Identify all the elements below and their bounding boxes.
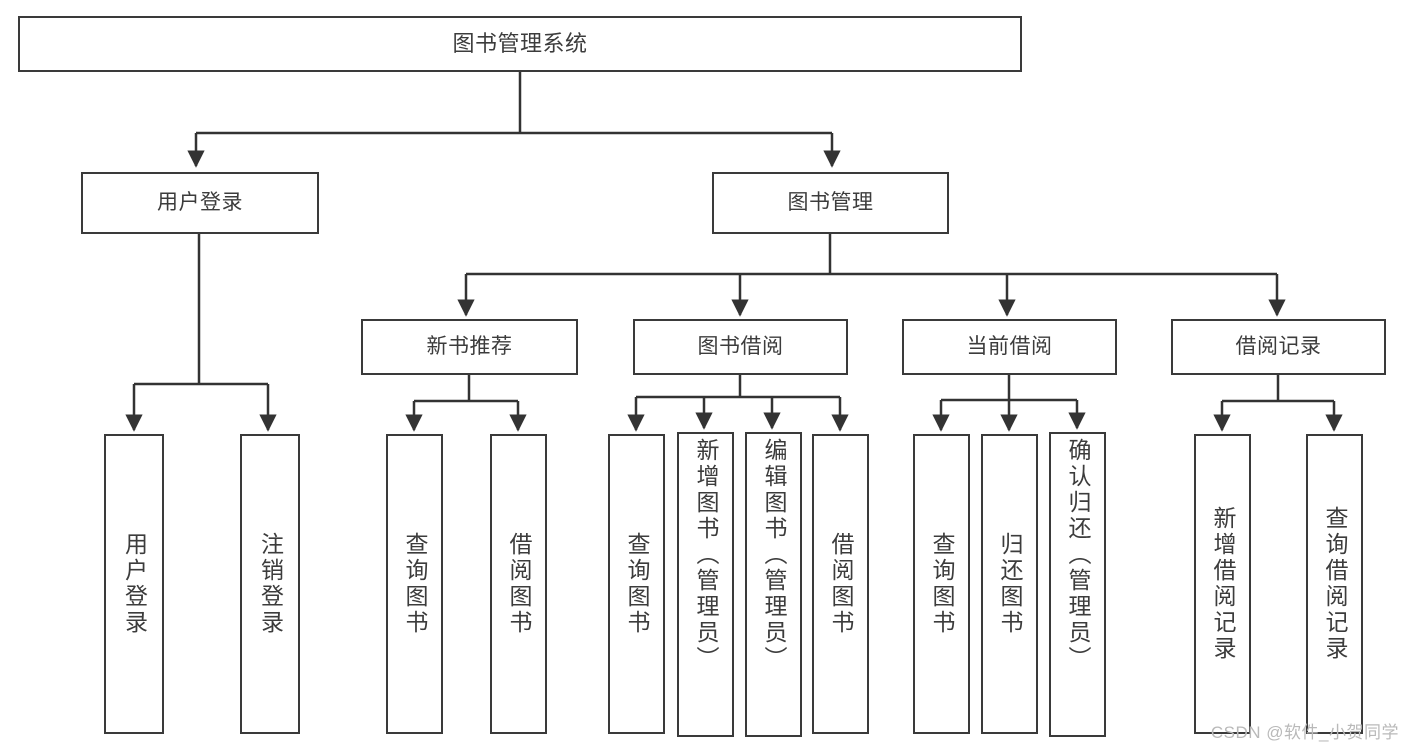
leaf-borrow-edit-book-admin[interactable]: 编辑图书（管理员） bbox=[745, 432, 802, 737]
node-root-system[interactable]: 图书管理系统 bbox=[18, 16, 1022, 72]
leaf-borrow-add-book-admin[interactable]: 新增图书（管理员） bbox=[677, 432, 734, 737]
node-borrow-record[interactable]: 借阅记录 bbox=[1171, 319, 1386, 375]
node-book-management[interactable]: 图书管理 bbox=[712, 172, 949, 234]
csdn-watermark: CSDN @软件_小贺同学 bbox=[1210, 723, 1399, 742]
node-label: 查询借阅记录 bbox=[1322, 506, 1348, 662]
node-current-borrow[interactable]: 当前借阅 bbox=[902, 319, 1117, 375]
node-label: 注销登录 bbox=[257, 532, 284, 636]
leaf-borrow-borrow-book[interactable]: 借阅图书 bbox=[812, 434, 869, 734]
leaf-current-return-book[interactable]: 归还图书 bbox=[981, 434, 1038, 734]
node-label: 图书管理 bbox=[787, 191, 874, 215]
leaf-user-login-logout[interactable]: 注销登录 bbox=[240, 434, 300, 734]
leaf-current-query-book[interactable]: 查询图书 bbox=[913, 434, 970, 734]
node-user-login[interactable]: 用户登录 bbox=[81, 172, 319, 234]
node-label: 编辑图书（管理员） bbox=[761, 438, 787, 672]
node-label: 查询图书 bbox=[402, 532, 428, 636]
leaf-record-query-record[interactable]: 查询借阅记录 bbox=[1306, 434, 1363, 734]
leaf-borrow-query-book[interactable]: 查询图书 bbox=[608, 434, 665, 734]
node-label: 用户登录 bbox=[121, 532, 148, 636]
node-label: 借阅记录 bbox=[1235, 335, 1322, 359]
node-label: 归还图书 bbox=[997, 532, 1023, 636]
node-label: 图书管理系统 bbox=[452, 30, 588, 56]
leaf-current-confirm-return-admin[interactable]: 确认归还（管理员） bbox=[1049, 432, 1106, 737]
node-label: 借阅图书 bbox=[828, 532, 854, 636]
leaf-recommend-borrow-book[interactable]: 借阅图书 bbox=[490, 434, 547, 734]
node-label: 借阅图书 bbox=[506, 532, 532, 636]
node-book-borrow[interactable]: 图书借阅 bbox=[633, 319, 848, 375]
node-label: 图书借阅 bbox=[697, 335, 784, 359]
node-new-book-recommend[interactable]: 新书推荐 bbox=[361, 319, 578, 375]
node-label: 新书推荐 bbox=[426, 335, 513, 359]
leaf-user-login-login[interactable]: 用户登录 bbox=[104, 434, 164, 734]
node-label: 当前借阅 bbox=[966, 335, 1053, 359]
node-label: 用户登录 bbox=[157, 191, 243, 215]
node-label: 新增借阅记录 bbox=[1210, 506, 1236, 662]
node-label: 查询图书 bbox=[929, 532, 955, 636]
node-label: 查询图书 bbox=[624, 532, 650, 636]
node-label: 新增图书（管理员） bbox=[693, 438, 719, 672]
node-label: 确认归还（管理员） bbox=[1065, 438, 1091, 672]
leaf-recommend-query-book[interactable]: 查询图书 bbox=[386, 434, 443, 734]
leaf-record-add-record[interactable]: 新增借阅记录 bbox=[1194, 434, 1251, 734]
